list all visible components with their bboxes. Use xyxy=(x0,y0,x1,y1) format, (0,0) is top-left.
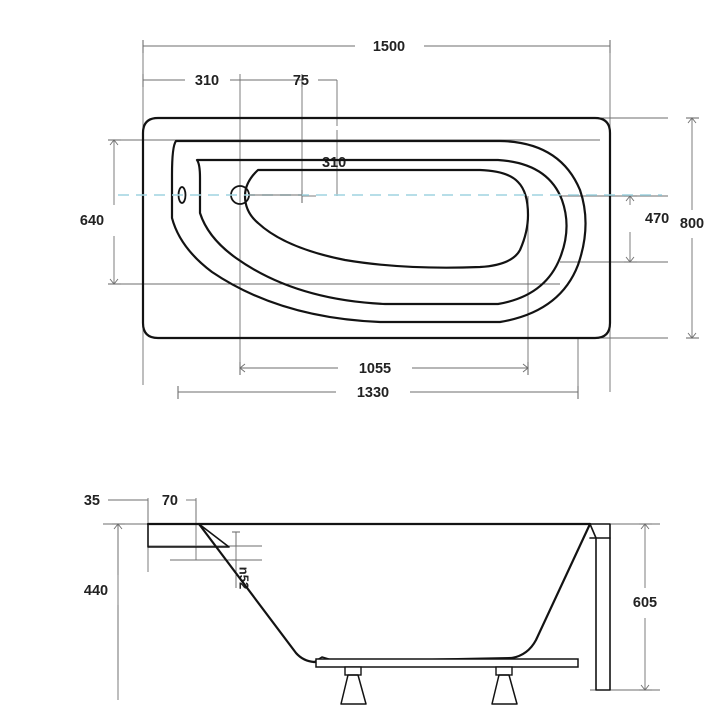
dimension-label-70: 70 xyxy=(162,493,178,509)
bath-well-outline xyxy=(243,168,530,269)
dimension-step-n52: n52 xyxy=(232,531,252,589)
support-foot-right xyxy=(491,666,518,705)
dimension-label-310-inner: 310 xyxy=(322,155,346,171)
dimension-rim-thickness-35: 35 xyxy=(84,493,149,520)
bath-body-outline xyxy=(170,139,587,324)
bath-inner-contour xyxy=(195,158,568,306)
dimension-narrow-width-640: 640 xyxy=(80,139,121,285)
side-view-group: 35 70 n52 440 xyxy=(84,493,660,705)
bath-right-wall xyxy=(510,522,592,660)
dimension-depth-440: 440 xyxy=(84,523,125,680)
support-foot-left xyxy=(340,666,367,705)
bath-left-rim-block xyxy=(147,523,230,548)
dimension-label-640: 640 xyxy=(80,213,104,229)
dimension-label-440: 440 xyxy=(84,583,108,599)
bath-outer-rim xyxy=(141,116,612,340)
dimension-label-75: 75 xyxy=(293,73,309,89)
support-frame-rail xyxy=(315,658,579,668)
dimension-overall-length-1500: 1500 xyxy=(142,39,611,55)
dimension-label-605: 605 xyxy=(633,595,657,611)
dimension-label-n52: n52 xyxy=(237,567,252,589)
dimension-inner-length-1055: 1055 xyxy=(239,361,529,377)
dimension-label-1055: 1055 xyxy=(359,361,391,377)
dimension-rim-width-70: 70 xyxy=(162,493,197,520)
dimension-total-height-605: 605 xyxy=(633,523,657,691)
dimension-inner-width-470: 470 xyxy=(624,195,669,263)
side-view-extension-lines xyxy=(103,498,660,700)
top-view-group: 1500 310 75 310 xyxy=(80,39,704,401)
dimension-base-length-1330: 1330 xyxy=(177,385,579,401)
dimension-label-1500: 1500 xyxy=(373,39,405,55)
dimension-inner-offset-310: 310 xyxy=(301,155,346,203)
dimension-label-800: 800 xyxy=(680,216,704,232)
dimension-left-offset-310: 310 xyxy=(142,73,303,89)
dimension-label-310-top: 310 xyxy=(195,73,219,89)
dimension-overall-width-800: 800 xyxy=(680,117,704,339)
top-view-extension-lines xyxy=(142,46,611,392)
bath-left-wall xyxy=(197,522,316,664)
dimension-label-35: 35 xyxy=(84,493,100,509)
right-end-panel xyxy=(589,523,611,691)
dimension-label-470: 470 xyxy=(645,211,669,227)
dimension-label-1330: 1330 xyxy=(357,385,389,401)
